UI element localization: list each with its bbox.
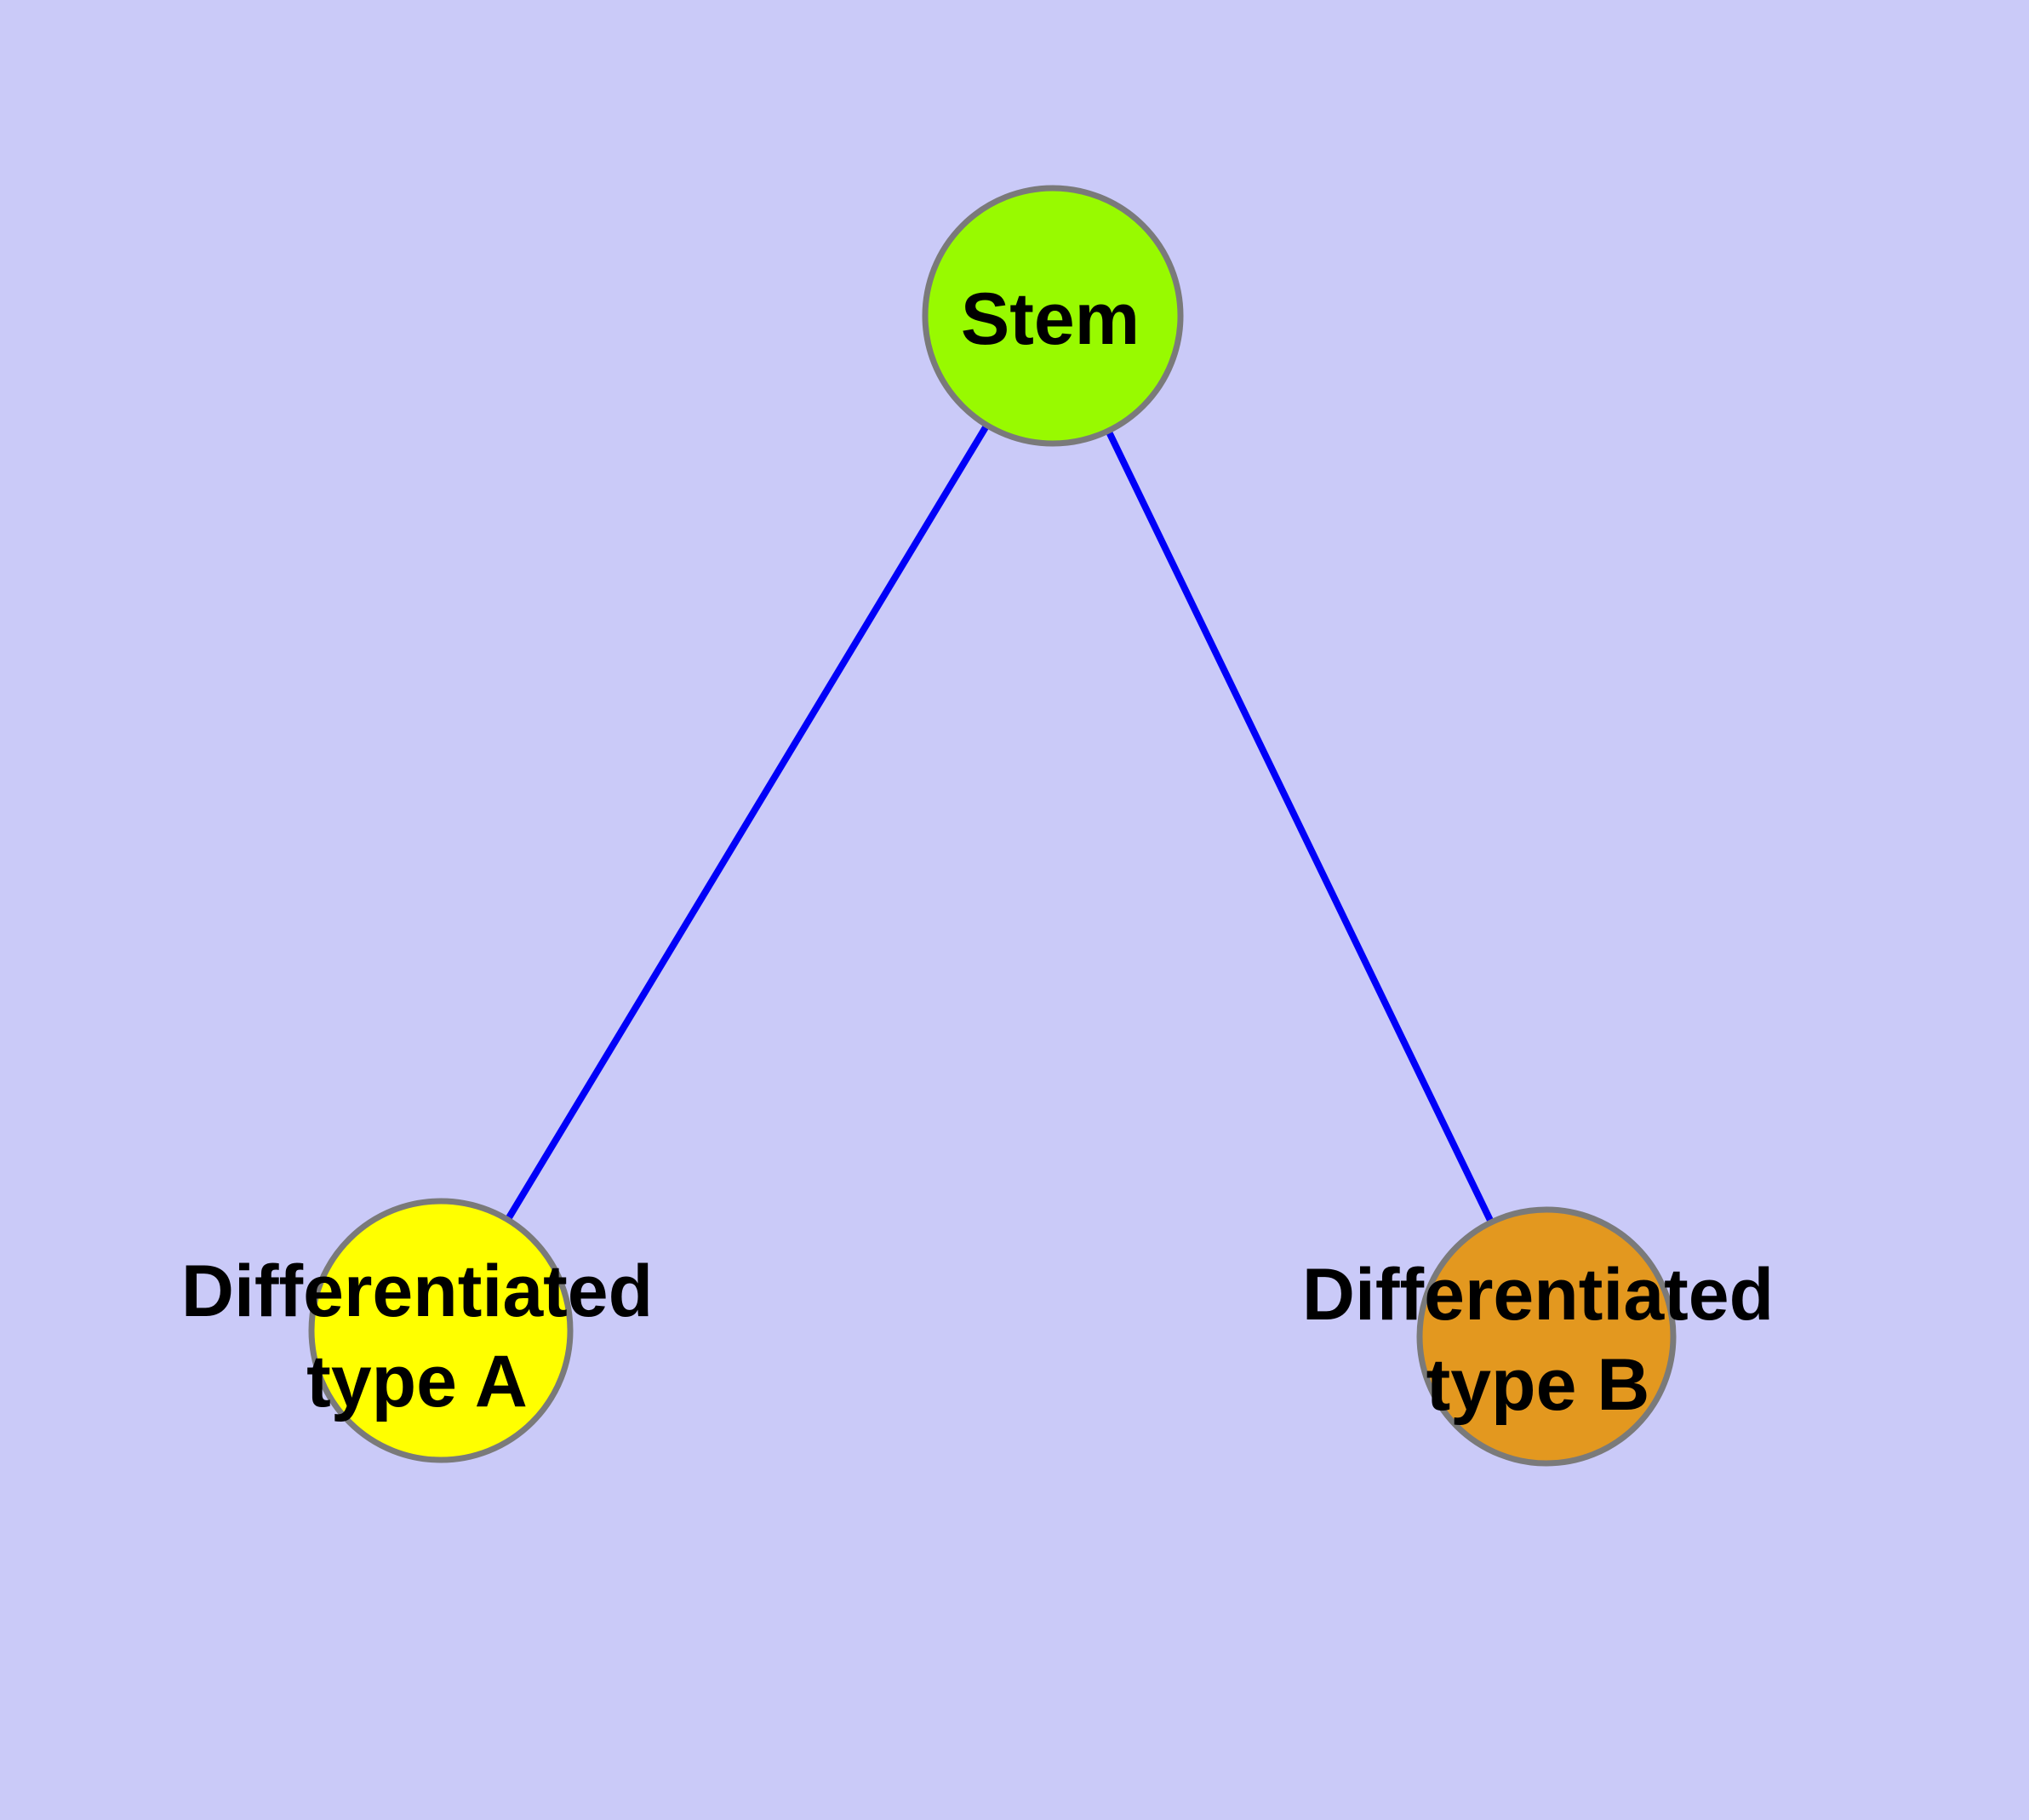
- node-stem-label: Stem: [961, 274, 1140, 364]
- node-stem-label-text: Stem: [960, 278, 1140, 360]
- node-type-b-label-line1: Differentiated: [1301, 1254, 1775, 1336]
- node-type-a-label: Differentiated type A: [181, 1246, 653, 1427]
- node-type-b-label-line2: type B: [1426, 1344, 1650, 1426]
- node-type-a-circle: [308, 1198, 574, 1463]
- node-type-a-label-line2: type A: [306, 1341, 528, 1422]
- node-type-b-label: Differentiated type B: [1302, 1250, 1774, 1430]
- node-stem-circle: [922, 185, 1184, 447]
- edge-stem-to-type-b: [1049, 314, 1550, 1338]
- node-type-b-circle: [1416, 1206, 1677, 1467]
- edge-stem-to-type-a: [437, 313, 1056, 1333]
- node-type-a-label-line1: Differentiated: [180, 1251, 654, 1332]
